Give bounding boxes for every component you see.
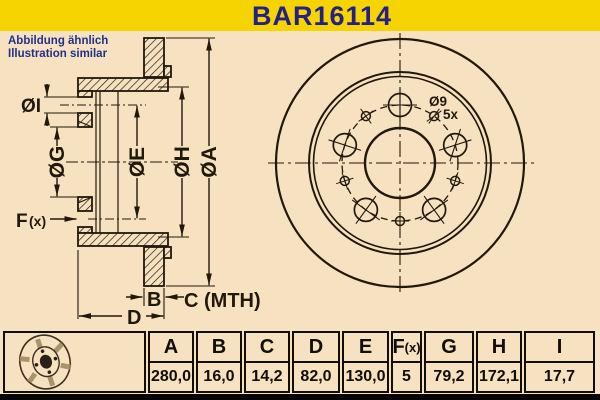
cross-section-view: ØI ØG ØE ØH ØA F (x) B C (MTH) D <box>16 37 261 329</box>
label-f: F <box>16 211 28 232</box>
centerlines-front <box>268 33 534 293</box>
column-header: I <box>526 333 593 363</box>
table-column-g: G 79,2 <box>424 331 474 393</box>
label-hole-count: 5x <box>443 107 459 122</box>
table-column-b: B 16,0 <box>196 331 242 393</box>
column-header: F(x) <box>392 333 421 363</box>
column-value: 14,2 <box>251 368 283 385</box>
table-column-fx: F(x) 5 <box>391 331 422 393</box>
column-header: C <box>246 333 288 363</box>
column-header: H <box>478 333 520 363</box>
header-banner: BAR16114 <box>0 0 600 31</box>
column-value: 280,0 <box>150 368 192 385</box>
hole-callout: Ø9 5x <box>429 94 459 122</box>
note-line-en: Illustration similar <box>8 47 108 60</box>
label-f-paren: (x) <box>29 213 46 229</box>
label-c-mth: C (MTH) <box>184 290 261 312</box>
label-dia-i: ØI <box>21 96 41 117</box>
table-column-c: C 14,2 <box>244 331 290 393</box>
dimension-lines <box>44 38 212 319</box>
column-value: 130,0 <box>345 368 386 385</box>
small-hole-crosshairs <box>336 108 464 230</box>
table-column-d: D 82,0 <box>292 331 340 393</box>
dimension-labels: ØI ØG ØE ØH ØA F (x) B C (MTH) D <box>16 96 261 329</box>
column-value: 79,2 <box>433 368 465 385</box>
column-header: D <box>294 333 338 363</box>
table-column-i: I 17,7 <box>524 331 595 393</box>
column-value: 16,0 <box>203 368 235 385</box>
column-header: G <box>426 333 472 363</box>
column-header: E <box>344 333 387 363</box>
bottom-border-strip <box>0 394 600 400</box>
dimensions-table: A 280,0 B 16,0 C 14,2 D 82,0 E 130,0 F(x… <box>3 331 597 393</box>
fx-suffix: (x) <box>404 339 421 355</box>
disc-section-shape <box>77 37 172 287</box>
similar-illustration-note: Abbildung ähnlich Illustration similar <box>8 35 108 60</box>
label-b: B <box>147 289 161 311</box>
label-dia-a: ØA <box>198 146 221 178</box>
label-dia-e: ØE <box>126 147 149 177</box>
label-d: D <box>127 307 141 329</box>
column-header: B <box>198 333 240 363</box>
label-dia-g: ØG <box>46 146 69 179</box>
column-value: 17,7 <box>543 368 576 385</box>
fx-main: F <box>392 335 405 358</box>
table-column-e: E 130,0 <box>342 331 389 393</box>
table-column-h: H 172,1 <box>476 331 522 393</box>
table-column-a: A 280,0 <box>148 331 194 393</box>
extension-lines <box>44 37 215 319</box>
disc-thumbnail-cell <box>3 331 146 393</box>
part-number-title: BAR16114 <box>251 1 393 31</box>
front-view: Ø9 5x <box>268 33 534 293</box>
column-value: 82,0 <box>300 368 332 385</box>
column-value: 172,1 <box>478 368 520 385</box>
label-hole-diameter: Ø9 <box>429 94 447 109</box>
column-value: 5 <box>402 368 411 385</box>
label-dia-h: ØH <box>171 146 194 178</box>
centerlines-section <box>60 104 178 220</box>
note-line-de: Abbildung ähnlich <box>8 35 109 47</box>
column-header: A <box>150 333 192 363</box>
brake-disc-icon <box>19 334 72 390</box>
